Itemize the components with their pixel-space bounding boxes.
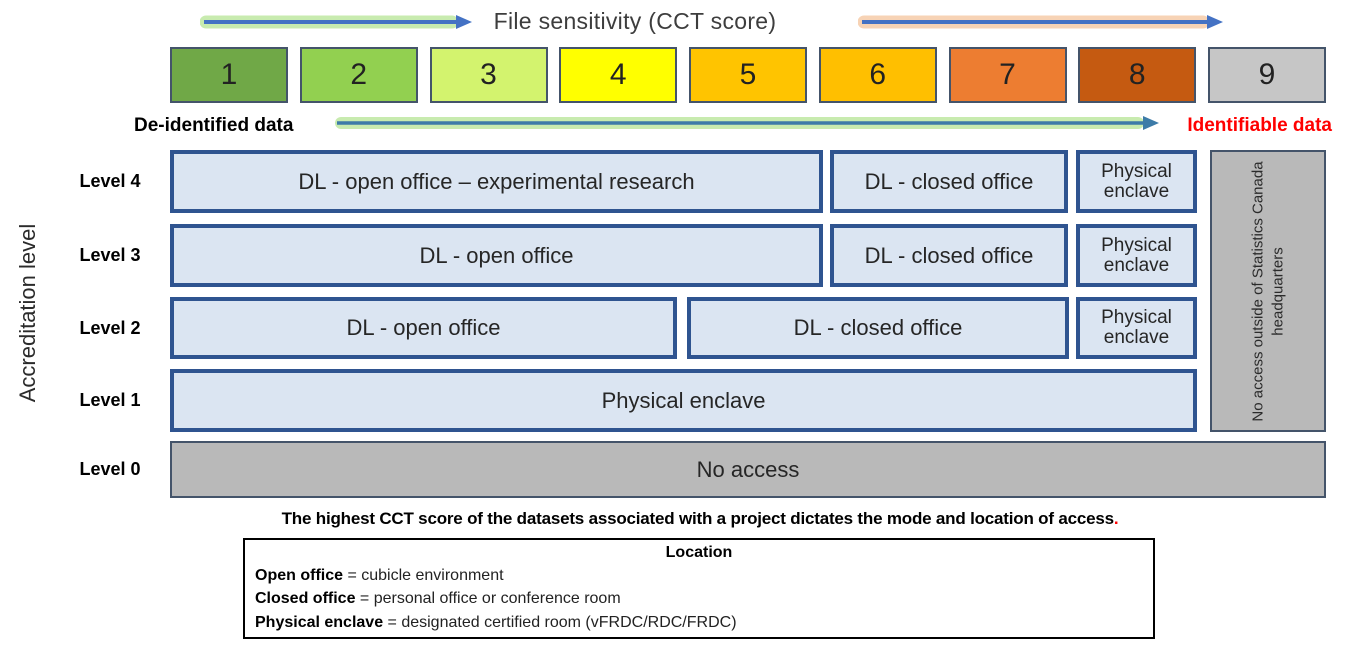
level4-closed-office-cell: DL - closed office [830, 150, 1068, 213]
level4-open-office-cell: DL - open office – experimental research [170, 150, 823, 213]
level3-physical-enclave-cell: Physical enclave [1076, 224, 1197, 287]
level4-physical-enclave-cell: Physical enclave [1076, 150, 1197, 213]
legend-entry-closed-office: Closed office = personal office or confe… [255, 587, 1153, 610]
legend-definition: = personal office or conference room [355, 590, 621, 608]
footnote: The highest CCT score of the datasets as… [170, 509, 1230, 529]
level-4-label: Level 4 [79, 171, 141, 191]
sensitivity-arrow-right-icon [858, 15, 1223, 29]
level0-no-access-cell: No access [170, 441, 1326, 498]
cct-score-box-6: 6 [818, 47, 937, 103]
footnote-text: The highest CCT score of the datasets as… [281, 509, 1114, 528]
level2-closed-office-cell: DL - closed office [687, 297, 1069, 359]
legend-term: Open office [255, 567, 344, 584]
cct-score-box-4: 4 [559, 47, 678, 103]
legend-entry-physical-enclave: Physical enclave = designated certified … [255, 611, 1153, 634]
legend-term: Closed office [255, 590, 356, 608]
legend-definition: = designated certified room (vFRDC/RDC/F… [383, 613, 737, 631]
accreditation-axis-label: Accreditation level [15, 223, 40, 403]
level2-physical-enclave-cell: Physical enclave [1076, 297, 1197, 359]
level-1-label: Level 1 [79, 390, 141, 410]
level-2-label: Level 2 [79, 318, 141, 338]
legend-title: Location [665, 544, 733, 561]
cct-score-box-8: 8 [1078, 47, 1197, 103]
data-direction-arrow-icon [335, 116, 1159, 130]
cct-score-scale: 1 2 3 4 5 6 7 8 9 [170, 47, 1326, 103]
file-sensitivity-title: File sensitivity (CCT score) [493, 8, 777, 34]
legend-term: Physical enclave [255, 613, 384, 631]
cct-score-box-9: 9 [1208, 47, 1326, 103]
level-0-label: Level 0 [79, 459, 141, 479]
legend-definition: = cubicle environment [343, 567, 504, 584]
cct-score-box-2: 2 [299, 47, 418, 103]
level3-open-office-cell: DL - open office [170, 224, 823, 287]
deidentified-data-label: De-identified data [134, 115, 294, 136]
level3-closed-office-cell: DL - closed office [830, 224, 1068, 287]
sensitivity-arrow-left-icon [200, 15, 472, 29]
no-access-outside-text: No access outside of Statistics Canada h… [1249, 160, 1287, 422]
legend-box: Location Open office = cubicle environme… [243, 538, 1155, 639]
identifiable-data-label: Identifiable data [1187, 115, 1332, 136]
level-3-label: Level 3 [79, 245, 141, 265]
footnote-period: . [1113, 509, 1119, 528]
cct-score-box-5: 5 [689, 47, 807, 103]
legend-entry-open-office: Open office = cubicle environment [255, 564, 1153, 587]
level1-physical-enclave-cell: Physical enclave [170, 369, 1197, 432]
level2-open-office-cell: DL - open office [170, 297, 677, 359]
no-access-outside-column: No access outside of Statistics Canada h… [1210, 150, 1326, 432]
cct-score-box-3: 3 [429, 47, 548, 103]
cct-score-box-1: 1 [170, 47, 288, 103]
cct-score-box-7: 7 [948, 47, 1067, 103]
